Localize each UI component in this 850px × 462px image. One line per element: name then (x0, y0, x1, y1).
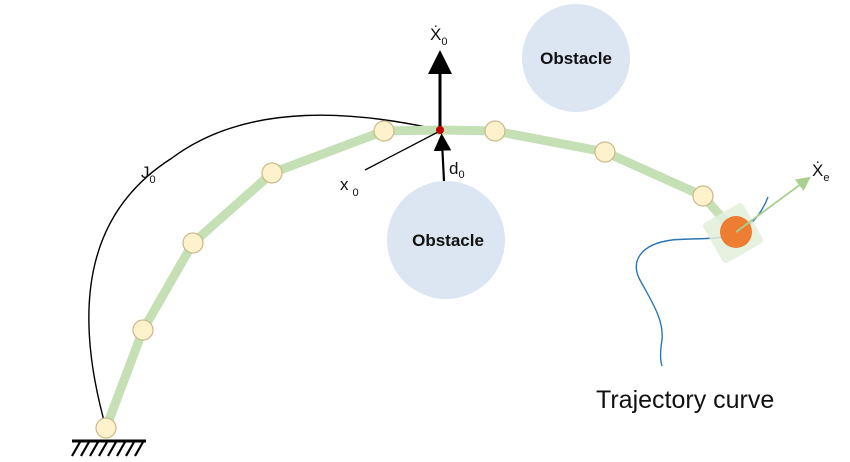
manipulator-links (101, 125, 738, 433)
joint-5 (484, 120, 506, 142)
joint-6 (594, 141, 616, 163)
jacobian-arc (88, 157, 173, 429)
obstacle-bottom (387, 181, 505, 299)
joint-3 (261, 162, 283, 184)
joint-7 (692, 185, 714, 207)
critical-point (436, 126, 444, 134)
ground-hatch-icon (71, 439, 146, 457)
obstacle-top (522, 4, 630, 112)
end-effector (703, 203, 763, 263)
velocity-arrow-xe (735, 176, 811, 233)
label-d0: d0 (449, 159, 465, 181)
joint-4 (373, 120, 395, 142)
distance-arrow-d0 (433, 133, 452, 182)
joint-base (95, 417, 117, 439)
label-x-dot-e: Ẋe (812, 161, 829, 184)
label-x-dot-0: Ẋ0 (430, 25, 447, 48)
jacobian-arc-top (171, 114, 441, 159)
label-j0: J0 (141, 163, 156, 186)
trajectory-label: Trajectory curve (596, 386, 774, 414)
obstacle-top-label: Obstacle (540, 49, 612, 68)
x0-pointer-line (364, 131, 439, 171)
joint-2 (182, 232, 204, 254)
joint-1 (132, 319, 154, 341)
obstacle-bottom-label: Obstacle (412, 231, 484, 250)
